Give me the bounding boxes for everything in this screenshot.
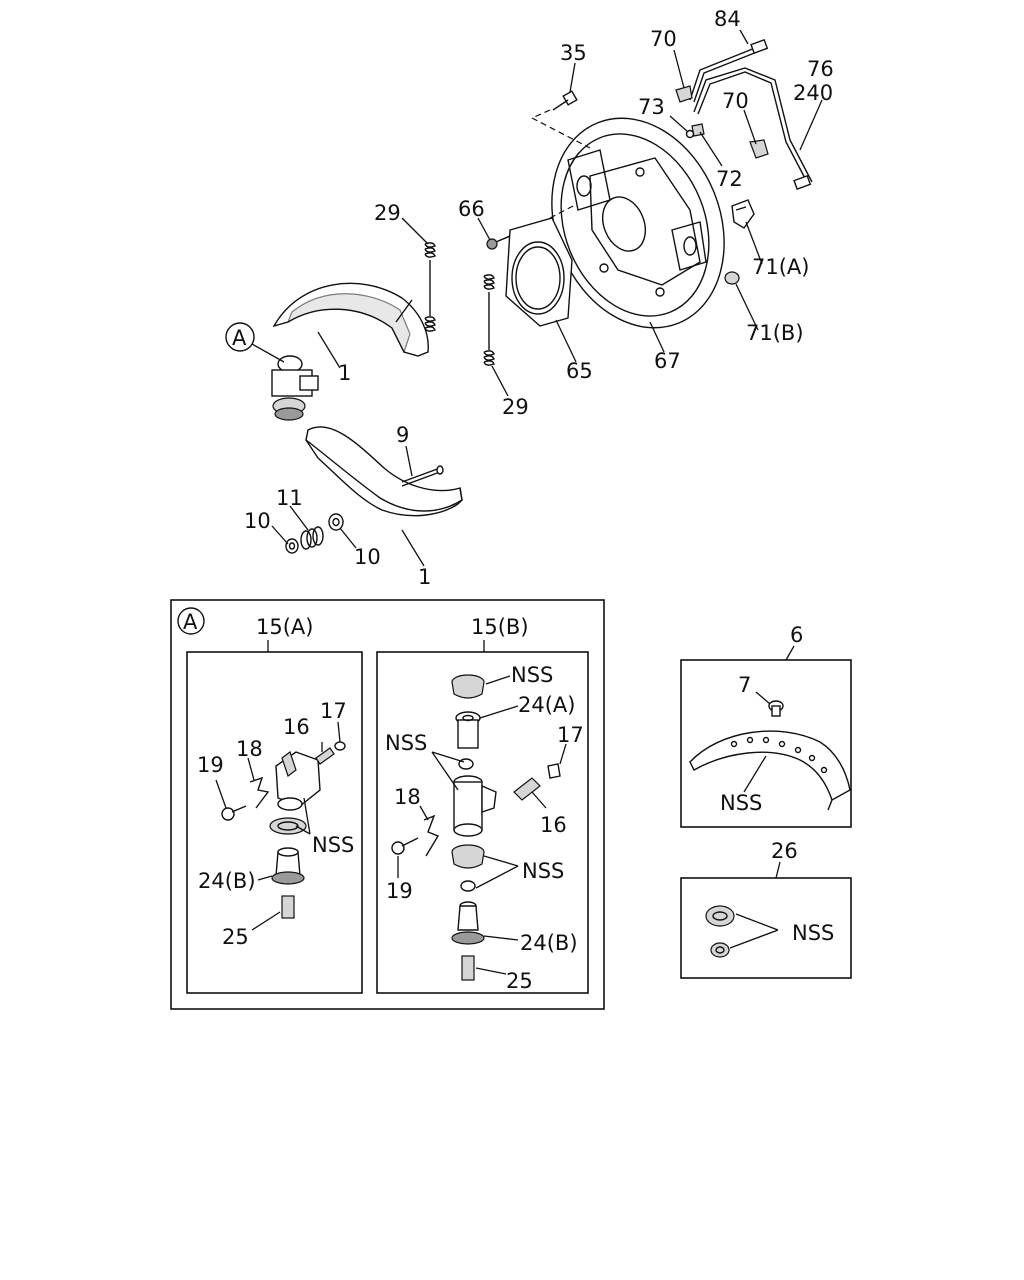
adjuster-25-b [461, 955, 475, 981]
label-nss-b1: NSS [511, 663, 553, 687]
label-19-a: 19 [197, 753, 224, 777]
label-24b-b: 24(B) [520, 931, 578, 955]
bleeder-16-a [315, 747, 335, 765]
label-17-a: 17 [320, 699, 347, 723]
clip-18-a [249, 776, 270, 809]
detail-a-box [170, 599, 605, 1010]
cap-17-a [334, 741, 346, 751]
cup-b-bottom [460, 880, 476, 892]
seal-kit-ring-small [710, 942, 730, 958]
fitting-72 [691, 123, 705, 137]
brake-lining [689, 730, 851, 811]
piston-24b-a [271, 847, 305, 885]
bolt-66 [486, 235, 511, 250]
label-71a: 71(A) [752, 255, 809, 279]
label-71b: 71(B) [746, 321, 804, 345]
label-65: 65 [566, 359, 593, 383]
detail-a-circle [177, 607, 205, 635]
box-15a [186, 651, 363, 994]
label-nss-b3: NSS [522, 859, 564, 883]
label-25-b: 25 [506, 969, 533, 993]
bleeder-16-b [513, 777, 541, 801]
callout-a-circle [225, 322, 255, 352]
label-70-top: 70 [650, 27, 677, 51]
cap-17-b [547, 763, 561, 779]
label-6: 6 [790, 623, 803, 647]
label-10-right: 10 [354, 545, 381, 569]
seal-kit-ring-large [705, 905, 735, 927]
cylinder-body-b [453, 775, 497, 837]
label-11: 11 [276, 486, 303, 510]
spring-29-mid [483, 274, 495, 366]
grommet-71b [724, 271, 740, 285]
label-15b: 15(B) [471, 615, 529, 639]
clip-71a [731, 199, 755, 229]
label-9: 9 [396, 423, 409, 447]
piston-24b-b [451, 901, 485, 945]
label-25-a: 25 [222, 925, 249, 949]
label-nss-lining: NSS [720, 791, 762, 815]
brake-pipe-84 [689, 38, 813, 190]
brake-shoe-lower [305, 426, 463, 517]
box-lining-6 [680, 659, 852, 828]
piston-24a-b [455, 711, 481, 749]
label-19-b: 19 [386, 879, 413, 903]
rivet-7 [768, 700, 784, 717]
boot-top-b [451, 674, 485, 699]
label-72: 72 [716, 167, 743, 191]
pin-9 [401, 465, 444, 487]
box-15b [376, 651, 589, 994]
label-29-top: 29 [374, 201, 401, 225]
screw-19-a [221, 805, 247, 821]
washer-10-right [328, 513, 344, 531]
washer-10-left [285, 538, 299, 554]
gasket-65 [505, 204, 576, 327]
label-18-a: 18 [236, 737, 263, 761]
label-26: 26 [771, 839, 798, 863]
label-16-b: 16 [540, 813, 567, 837]
label-a-callout: A [232, 326, 247, 350]
label-nss-seal: NSS [792, 921, 834, 945]
label-nss-a: NSS [312, 833, 354, 857]
label-24a-b: 24(A) [518, 693, 575, 717]
label-66: 66 [458, 197, 485, 221]
wheel-cylinder [271, 355, 319, 421]
label-240: 240 [793, 81, 833, 105]
brake-shoe-upper [272, 282, 429, 357]
seal-15a [269, 817, 307, 835]
label-1-upper: 1 [338, 361, 351, 385]
label-15a: 15(A) [256, 615, 313, 639]
spring-29-top [424, 242, 436, 332]
box-seal-kit-26 [680, 877, 852, 979]
label-1-lower: 1 [418, 565, 431, 589]
label-24b-a: 24(B) [198, 869, 256, 893]
label-detail-a: A [183, 610, 198, 634]
label-7: 7 [738, 673, 751, 697]
spring-11 [300, 526, 324, 550]
label-18-b: 18 [394, 785, 421, 809]
fitting-70-right [749, 139, 769, 159]
label-70-right: 70 [722, 89, 749, 113]
label-17-b: 17 [557, 723, 584, 747]
fitting-70-top [675, 85, 693, 103]
label-10-left: 10 [244, 509, 271, 533]
cylinder-15a [275, 751, 321, 811]
label-16-a: 16 [283, 715, 310, 739]
bolt-35 [552, 90, 578, 111]
label-29-mid: 29 [502, 395, 529, 419]
boot-bottom-b [451, 844, 485, 869]
label-84: 84 [714, 7, 741, 31]
label-73: 73 [638, 95, 665, 119]
label-nss-b2: NSS [385, 731, 427, 755]
backing-plate [551, 117, 725, 329]
adjuster-25-a [281, 895, 295, 919]
clip-18-b [423, 814, 440, 857]
label-76: 76 [807, 57, 834, 81]
screw-19-b [391, 837, 419, 855]
label-35: 35 [560, 41, 587, 65]
label-67: 67 [654, 349, 681, 373]
